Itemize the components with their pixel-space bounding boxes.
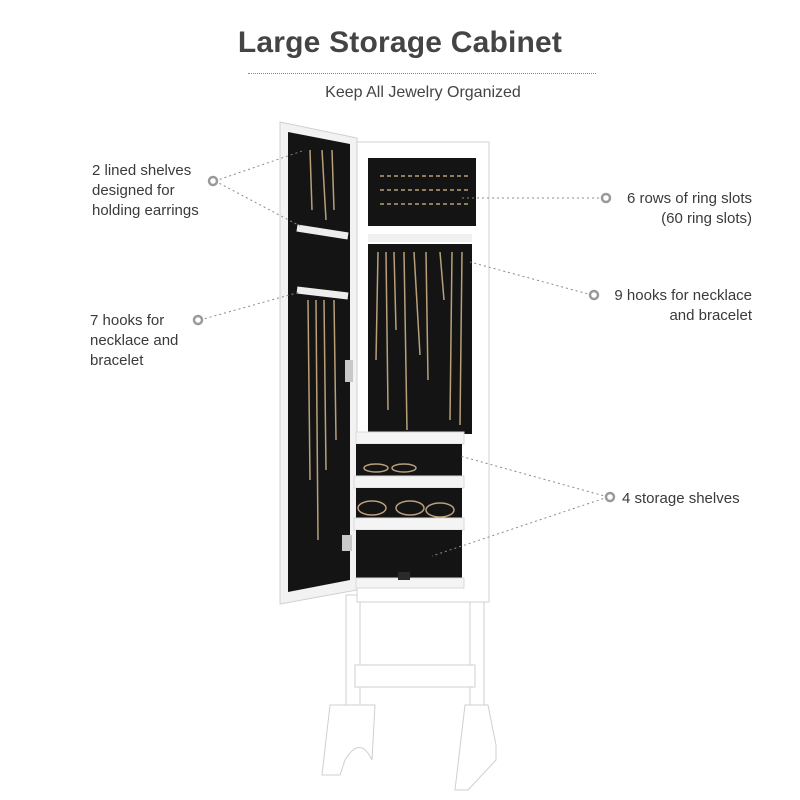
callout-dots <box>192 175 616 503</box>
page-subtitle: Keep All Jewelry Organized <box>325 84 521 101</box>
callout-dot <box>604 491 616 503</box>
cabinet-door <box>279 121 358 605</box>
cabinet-body <box>353 141 490 603</box>
callout-ring-slots: 6 rows of ring slots (60 ring slots) <box>626 190 752 227</box>
callout-door-hooks: 7 hooks for necklace and bracelet <box>90 312 179 369</box>
necklace-panel <box>368 244 472 434</box>
ring-slot-panel <box>368 158 476 226</box>
callout-dot <box>207 175 219 187</box>
callout-lined-shelves: 2 lined shelves designed for holding ear… <box>92 162 199 219</box>
callout-dot <box>588 289 600 301</box>
callout-storage-shelves: 4 storage shelves <box>622 490 740 507</box>
callout-dot <box>192 314 204 326</box>
page-title: Large Storage Cabinet <box>237 26 563 59</box>
callout-dot <box>600 192 612 204</box>
callout-leaders <box>199 149 609 557</box>
callout-necklace-hooks: 9 hooks for necklace and bracelet <box>614 287 752 324</box>
title-divider <box>248 73 596 74</box>
jewelry-items <box>307 149 470 541</box>
